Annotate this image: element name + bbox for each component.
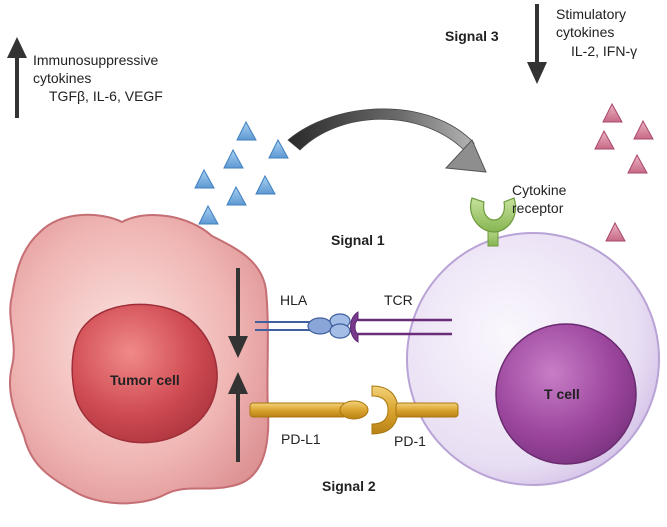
blue-cytokine-triangle bbox=[198, 204, 219, 225]
blue-cytokine-triangle bbox=[236, 120, 257, 141]
signal3-label-line1: Stimulatory bbox=[556, 6, 627, 22]
signal3-label-line3: IL-2, IFN-γ bbox=[571, 43, 638, 59]
tcr-molecule bbox=[350, 311, 452, 343]
pink-cytokine-triangle bbox=[633, 119, 654, 140]
blue-cytokine-triangle bbox=[194, 168, 215, 189]
tcr-label: TCR bbox=[384, 292, 413, 308]
immunosuppressive-up-arrow-icon bbox=[7, 37, 27, 118]
tumor-cell-nucleus bbox=[71, 303, 218, 444]
stimulatory-cytokine-triangles bbox=[594, 102, 654, 242]
signal2-title: Signal 2 bbox=[322, 478, 376, 494]
immunosuppressive-label-line3: TGFβ, IL-6, VEGF bbox=[49, 88, 163, 104]
signal2-up-arrow-icon bbox=[228, 372, 248, 462]
immunosuppressive-label-line1: Immunosuppressive bbox=[33, 52, 159, 68]
t-cell-label: T cell bbox=[544, 386, 580, 402]
cytokine-receptor-icon bbox=[470, 197, 517, 247]
t-cell-nucleus bbox=[495, 323, 637, 465]
hla-label: HLA bbox=[280, 292, 308, 308]
tumor-cell-label: Tumor cell bbox=[110, 372, 180, 388]
blue-cytokine-triangle bbox=[226, 185, 247, 206]
pd-l1-label: PD-L1 bbox=[281, 431, 321, 447]
curved-signal-arrow-icon bbox=[287, 108, 487, 173]
t-cell bbox=[406, 232, 660, 486]
blue-cytokine-triangle bbox=[268, 138, 289, 159]
signal3-label-line2: cytokines bbox=[556, 24, 615, 40]
signal3-down-arrow-icon bbox=[527, 4, 547, 84]
blue-cytokine-triangle bbox=[223, 148, 244, 169]
pink-cytokine-triangle bbox=[627, 153, 648, 174]
pd-1-molecule bbox=[371, 385, 459, 435]
hla-molecule bbox=[255, 313, 351, 339]
pink-cytokine-triangle bbox=[605, 221, 626, 242]
pd-1-label: PD-1 bbox=[394, 433, 426, 449]
immunosuppressive-label-line2: cytokines bbox=[33, 70, 92, 86]
pd-l1-molecule bbox=[249, 400, 369, 420]
cytokine-receptor-label-line1: Cytokine bbox=[512, 182, 567, 198]
signal1-title: Signal 1 bbox=[331, 232, 385, 248]
pink-cytokine-triangle bbox=[594, 129, 615, 150]
signal1-down-arrow-icon bbox=[228, 268, 248, 358]
cytokine-receptor-label-line2: receptor bbox=[512, 200, 564, 216]
immunosuppressive-cytokine-triangles bbox=[194, 120, 289, 225]
tumor-cell bbox=[8, 213, 270, 505]
pink-cytokine-triangle bbox=[602, 102, 623, 123]
blue-cytokine-triangle bbox=[255, 174, 276, 195]
signal3-title: Signal 3 bbox=[445, 28, 499, 44]
